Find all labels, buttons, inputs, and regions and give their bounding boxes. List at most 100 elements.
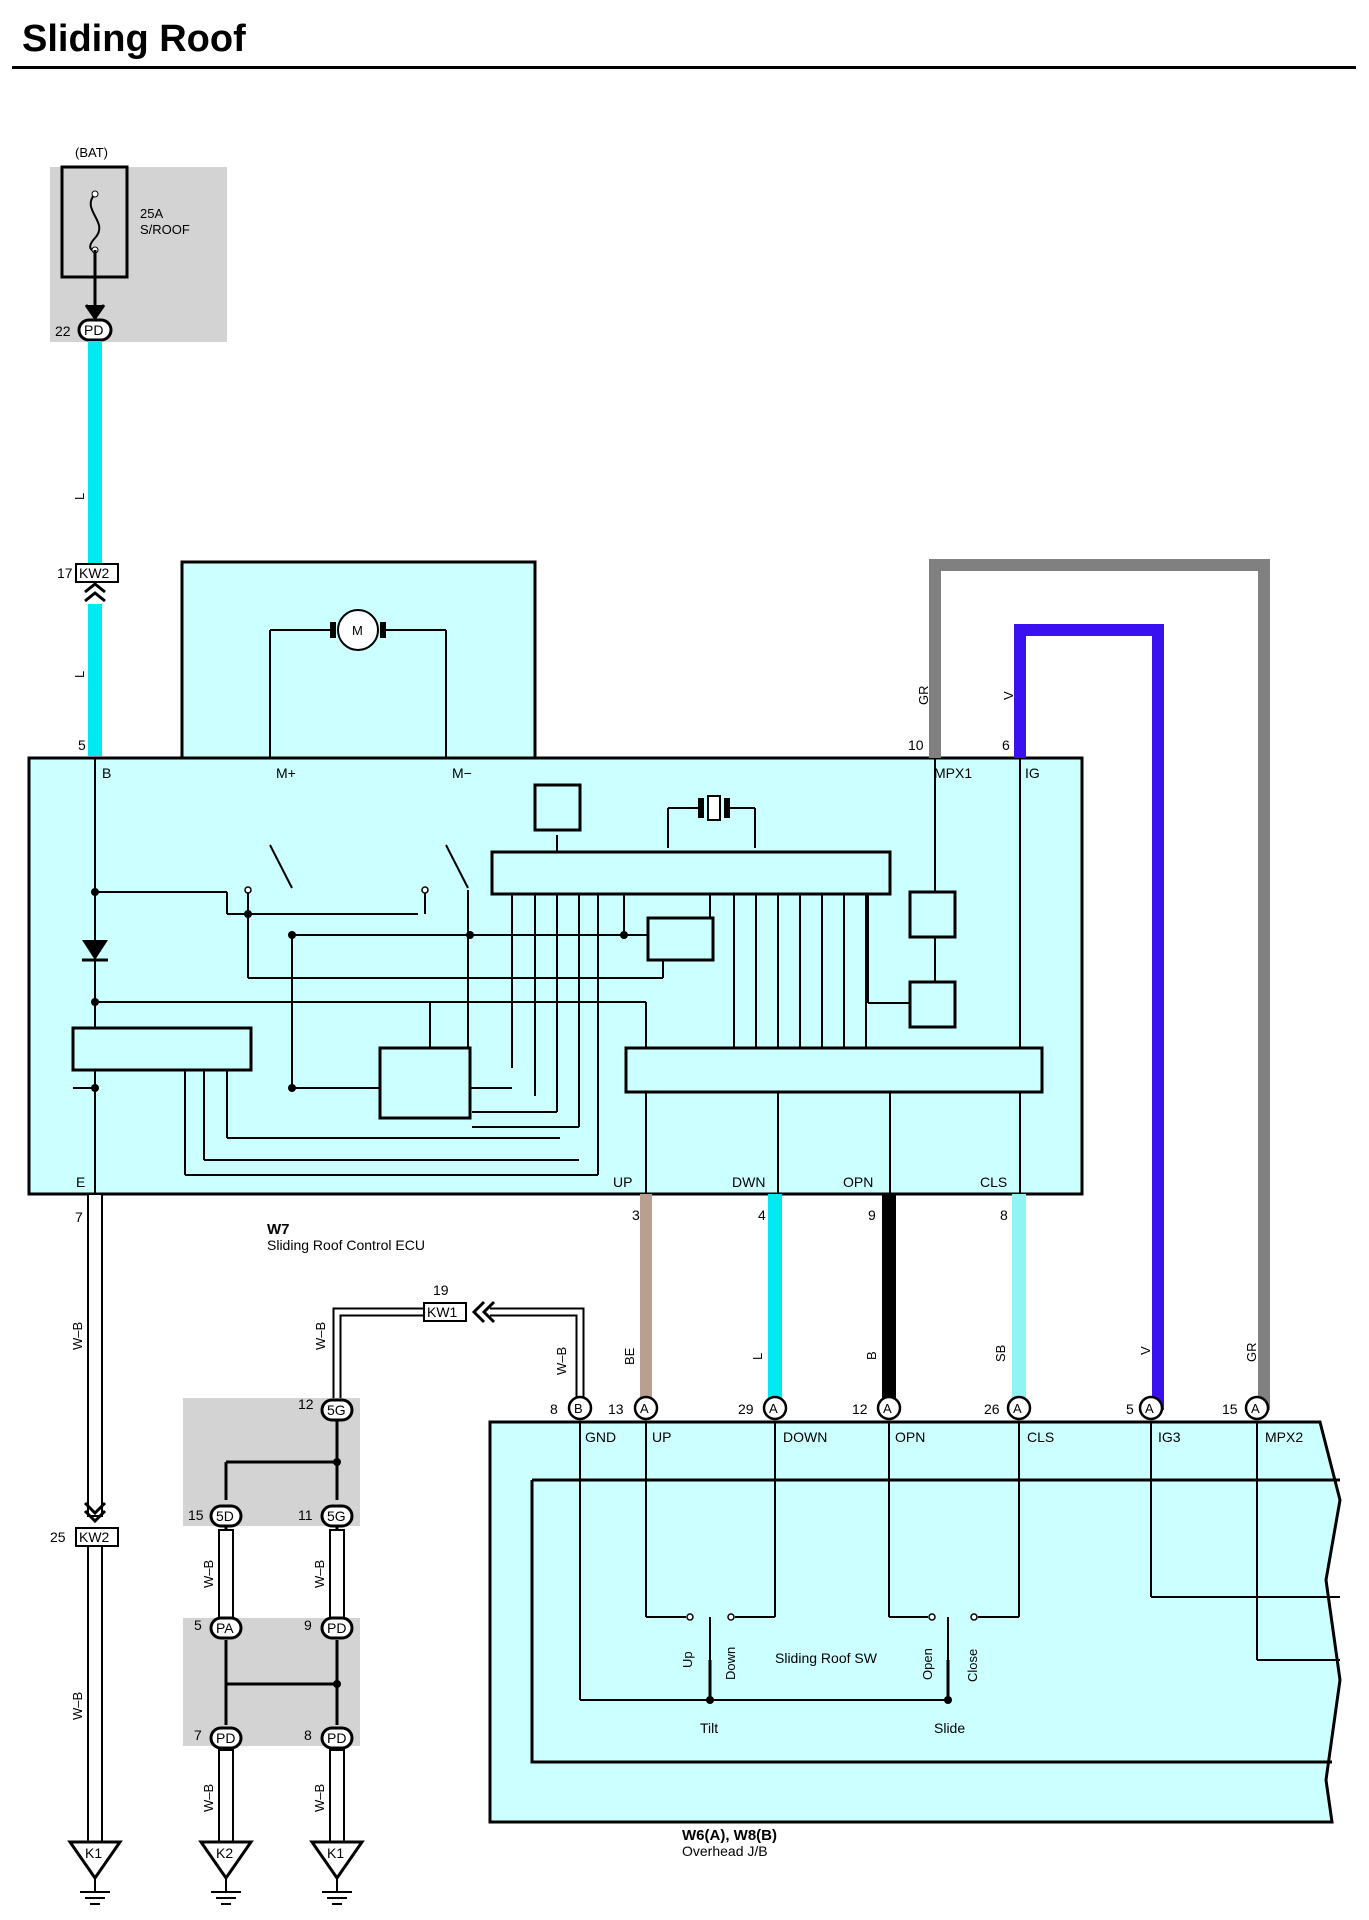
wire-wb-pd8 xyxy=(329,1749,345,1843)
ecu-term-opn: OPN xyxy=(843,1174,873,1190)
g5d-pin: 15 xyxy=(188,1507,204,1523)
jb-id: W6(A), W8(B) xyxy=(682,1827,777,1844)
fuse-panel xyxy=(50,167,227,342)
jb-inner-frame xyxy=(530,1478,1340,1764)
g5d-code: 5D xyxy=(216,1508,234,1524)
gpa-pin: 5 xyxy=(194,1617,202,1633)
jb-ig3-conn: A xyxy=(1145,1401,1154,1416)
wire-gr-loop xyxy=(929,559,1270,1410)
crystal-right xyxy=(724,798,730,818)
kw2-top-splice xyxy=(75,563,119,583)
wire-code-l-dwn: L xyxy=(750,1353,765,1360)
fuse-terminal-top xyxy=(91,190,99,198)
crystal-icon xyxy=(707,795,721,821)
gpd7-code: PD xyxy=(216,1730,235,1746)
gpd9-code: PD xyxy=(327,1620,346,1636)
splice-chevron-icon-2 xyxy=(83,1501,107,1524)
g5g-top-connector xyxy=(320,1398,354,1422)
wire-v-loop xyxy=(1014,624,1164,1410)
jb-down-conn: A xyxy=(769,1401,778,1416)
fuse-connector-code: PD xyxy=(84,322,103,338)
jb-ig3-pin: 5 xyxy=(1126,1401,1134,1417)
wire-wb-5g xyxy=(329,1529,345,1619)
wire-l-dwn xyxy=(768,1194,782,1406)
switch-up-label: Up xyxy=(680,1651,695,1668)
gpd8-code: PD xyxy=(327,1730,346,1746)
ecu-term-ig: IG xyxy=(1025,765,1040,781)
switch-tilt-label: Tilt xyxy=(700,1720,718,1736)
jb-opn-connector xyxy=(876,1395,902,1421)
g5g-top-code: 5G xyxy=(327,1402,346,1418)
ecu-internal-circuit xyxy=(73,758,1021,1194)
jb-gnd-connector xyxy=(567,1395,593,1421)
jb-term-down: DOWN xyxy=(783,1429,827,1445)
fuse-connector-pin: 22 xyxy=(55,323,71,339)
jb-cls-conn: A xyxy=(1013,1401,1022,1416)
jb-term-ig3: IG3 xyxy=(1158,1429,1181,1445)
title-rule xyxy=(12,66,1356,69)
ecu-ig-pin: 6 xyxy=(1002,737,1010,753)
jb-mpx2-connector xyxy=(1244,1395,1270,1421)
g5g-top-pin: 12 xyxy=(298,1396,314,1412)
wire-b-opn xyxy=(882,1194,896,1406)
g5g-bot-connector xyxy=(320,1504,354,1528)
wire-code-wb-e-lower: W–B xyxy=(70,1692,85,1720)
ground-icon xyxy=(67,1840,123,1881)
jb-internal-circuit xyxy=(579,1422,1340,1701)
jb-term-cls: CLS xyxy=(1027,1429,1054,1445)
wire-code-v-top: V xyxy=(1001,691,1016,700)
jb-term-gnd: GND xyxy=(585,1429,616,1445)
jb-up-pin: 13 xyxy=(608,1401,624,1417)
jb-cls-pin: 26 xyxy=(984,1401,1000,1417)
ecu-cls-pin: 8 xyxy=(1000,1207,1008,1223)
wire-code-wb-5d: W–B xyxy=(201,1560,216,1588)
wire-code-be: BE xyxy=(622,1347,637,1365)
wire-segment-l-top xyxy=(88,341,102,570)
switch-open-label: Open xyxy=(920,1648,935,1680)
jb-connector-row: 8 B 13 A 29 A 12 A 26 A 5 A 15 A xyxy=(550,1395,1270,1421)
kw2-bottom-code: KW2 xyxy=(79,1529,110,1545)
jb-opn-pin: 12 xyxy=(852,1401,868,1417)
diode-icon xyxy=(82,940,108,960)
gpd8-pin: 8 xyxy=(304,1727,312,1743)
ecu-term-cls: CLS xyxy=(980,1174,1007,1190)
switch-slide-label: Slide xyxy=(934,1720,965,1736)
connector-arrow-icon xyxy=(84,304,106,321)
kw1-pin: 19 xyxy=(433,1282,449,1298)
gpa-code: PA xyxy=(216,1620,234,1636)
ground-icon-k1-right xyxy=(309,1840,365,1881)
wire-gr-top: GR 10 xyxy=(908,559,1270,1410)
kw2-top-code: KW2 xyxy=(79,565,110,581)
wire-dwn-l: 4 L xyxy=(750,1194,782,1406)
bat-label: (BAT) xyxy=(75,145,108,160)
overhead-jb: Tilt Slide Sliding Roof SW Up Down Open … xyxy=(488,1420,1342,1859)
ecu-name: Sliding Roof Control ECU xyxy=(267,1237,425,1253)
ground-k1-right: K1 xyxy=(309,1840,365,1905)
page-title: Sliding Roof xyxy=(22,18,246,60)
ecu-term-dwn: DWN xyxy=(732,1174,765,1190)
ground-k1-left-label: K1 xyxy=(85,1845,102,1861)
ground-icon-k2 xyxy=(198,1840,254,1881)
jb-gnd-pin: 8 xyxy=(550,1401,558,1417)
splice-chevron-icon-3 xyxy=(471,1300,496,1324)
jb-down-connector xyxy=(762,1395,788,1421)
ground-k1-left: K1 xyxy=(67,1840,123,1905)
switch-name: Sliding Roof SW xyxy=(775,1650,878,1666)
wire-wb-pd7 xyxy=(218,1749,234,1843)
wire-segment-l-bottom xyxy=(88,604,102,756)
wire-up-be: 3 BE xyxy=(622,1194,652,1406)
ecu-e-pin: 7 xyxy=(75,1209,83,1225)
wire-e-ground: 7 W–B 25 KW2 W–B xyxy=(50,1193,119,1843)
gpd7-pin: 7 xyxy=(194,1727,202,1743)
ecu-term-b: B xyxy=(102,765,111,781)
gpa-connector xyxy=(209,1616,243,1640)
jb-cls-connector xyxy=(1006,1395,1032,1421)
fuse-block: (BAT) 25A S/ROOF 22 PD xyxy=(50,145,227,342)
wire-code-wb-5g: W–B xyxy=(313,1322,328,1350)
wire-opn-b: 9 B xyxy=(864,1194,896,1406)
jb-ig3-connector xyxy=(1138,1395,1164,1421)
ground-k1-right-label: K1 xyxy=(327,1845,344,1861)
fuse-name: S/ROOF xyxy=(140,222,190,237)
ecu-box: B M+ M− MPX1 IG E UP DWN OPN CLS xyxy=(27,756,1084,1253)
ecu-opn-pin: 9 xyxy=(868,1207,876,1223)
